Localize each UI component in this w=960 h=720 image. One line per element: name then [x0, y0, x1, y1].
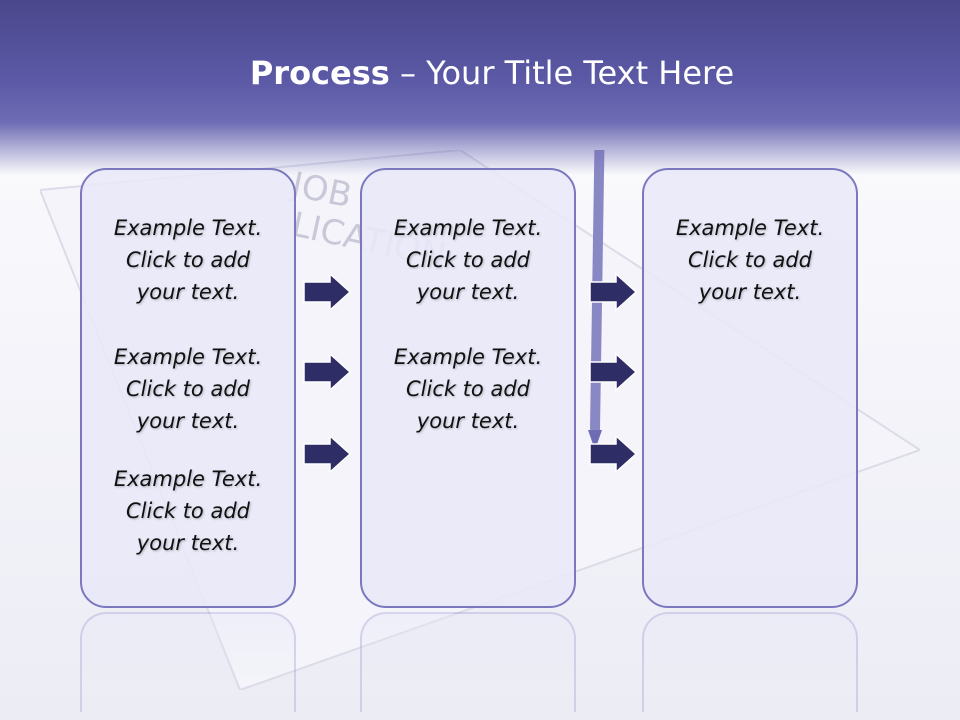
right-arrow-icon: [303, 434, 352, 474]
process-box-1[interactable]: Example Text. Click to add your text. Ex…: [80, 168, 296, 608]
text-line: Click to add: [125, 377, 250, 401]
text-line: your text.: [416, 409, 520, 433]
process-box-2[interactable]: Example Text. Click to add your text. Ex…: [360, 168, 576, 608]
right-arrow-icon: [589, 434, 638, 474]
text-line: your text.: [698, 280, 802, 304]
text-line: Example Text.: [113, 216, 263, 240]
text-placeholder[interactable]: Example Text. Click to add your text.: [82, 212, 294, 308]
right-arrow-icon: [589, 272, 638, 312]
text-line: your text.: [416, 280, 520, 304]
text-line: your text.: [136, 409, 240, 433]
box-reflection: [360, 612, 576, 712]
text-placeholder[interactable]: Example Text. Click to add your text.: [362, 341, 574, 437]
right-arrow-icon: [303, 272, 352, 312]
box-reflection: [642, 612, 858, 712]
text-line: Click to add: [405, 248, 530, 272]
title-bold: Process: [249, 54, 390, 92]
process-box-3[interactable]: Example Text. Click to add your text.: [642, 168, 858, 608]
text-placeholder[interactable]: Example Text. Click to add your text.: [82, 463, 294, 559]
text-placeholder[interactable]: Example Text. Click to add your text.: [82, 341, 294, 437]
text-line: Click to add: [125, 499, 250, 523]
text-line: Example Text.: [113, 345, 263, 369]
text-line: Example Text.: [675, 216, 825, 240]
slide-title[interactable]: Process – Your Title Text Here: [0, 54, 960, 92]
text-line: Example Text.: [113, 467, 263, 491]
text-line: your text.: [136, 531, 240, 555]
title-rest: – Your Title Text Here: [399, 54, 735, 92]
text-line: Example Text.: [393, 345, 543, 369]
right-arrow-icon: [589, 352, 638, 392]
text-line: your text.: [136, 280, 240, 304]
text-line: Click to add: [125, 248, 250, 272]
text-line: Click to add: [687, 248, 812, 272]
text-line: Click to add: [405, 377, 530, 401]
text-placeholder[interactable]: Example Text. Click to add your text.: [644, 212, 856, 308]
text-line: Example Text.: [393, 216, 543, 240]
text-placeholder[interactable]: Example Text. Click to add your text.: [362, 212, 574, 308]
title-band: [0, 0, 960, 175]
box-reflection: [80, 612, 296, 712]
right-arrow-icon: [303, 352, 352, 392]
